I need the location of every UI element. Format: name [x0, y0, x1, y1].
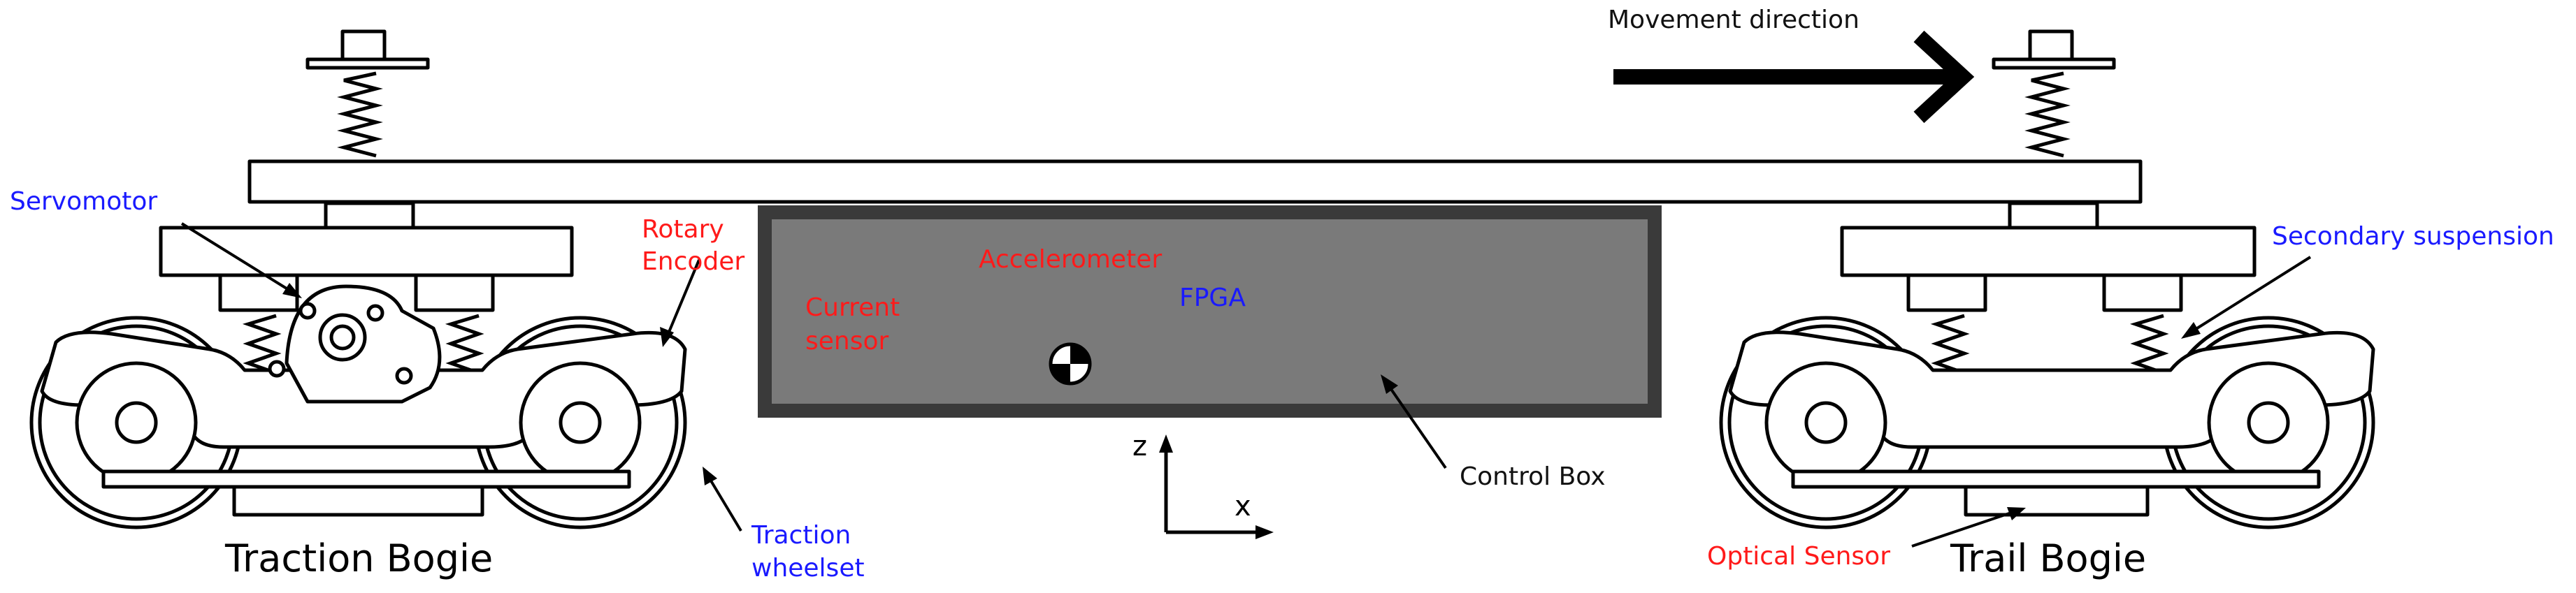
leader-arrows: [180, 222, 2312, 548]
optical-sensor-label: Optical Sensor: [1707, 542, 1890, 571]
rotary-encoder-label-line2: Encoder: [642, 247, 744, 276]
trail-bogie-label: Trail Bogie: [1950, 536, 2146, 580]
current-sensor-label-line1: Current: [805, 293, 900, 322]
arrow-right-icon: [1613, 30, 1975, 124]
axis-z-label: z: [1132, 430, 1147, 462]
traction-wheelset-label-line2: wheelset: [751, 554, 865, 583]
traction-wheelset-label-line1: Traction: [751, 521, 851, 550]
center-of-mass-icon: [1049, 342, 1092, 386]
right-top-bolt: [1992, 29, 2116, 158]
traction-bogie: [29, 201, 687, 529]
current-sensor-label-line2: sensor: [805, 327, 889, 356]
control-box-label: Control Box: [1460, 462, 1606, 491]
movement-direction-label: Movement direction: [1608, 6, 1859, 34]
servomotor-label: Servomotor: [10, 187, 157, 216]
fpga-label: FPGA: [1179, 284, 1246, 312]
control-box: [758, 205, 1662, 418]
traction-bogie-label: Traction Bogie: [224, 536, 493, 580]
accelerometer-label: Accelerometer: [979, 245, 1162, 274]
coordinate-axes: [1159, 434, 1274, 539]
trail-bogie: [1719, 201, 2375, 529]
secondary-suspension-label: Secondary suspension: [2272, 222, 2554, 251]
axis-x-label: x: [1235, 490, 1251, 522]
left-top-bolt: [305, 29, 430, 158]
car-body-beam: [247, 159, 2143, 204]
rotary-encoder-label-line1: Rotary: [642, 215, 724, 244]
